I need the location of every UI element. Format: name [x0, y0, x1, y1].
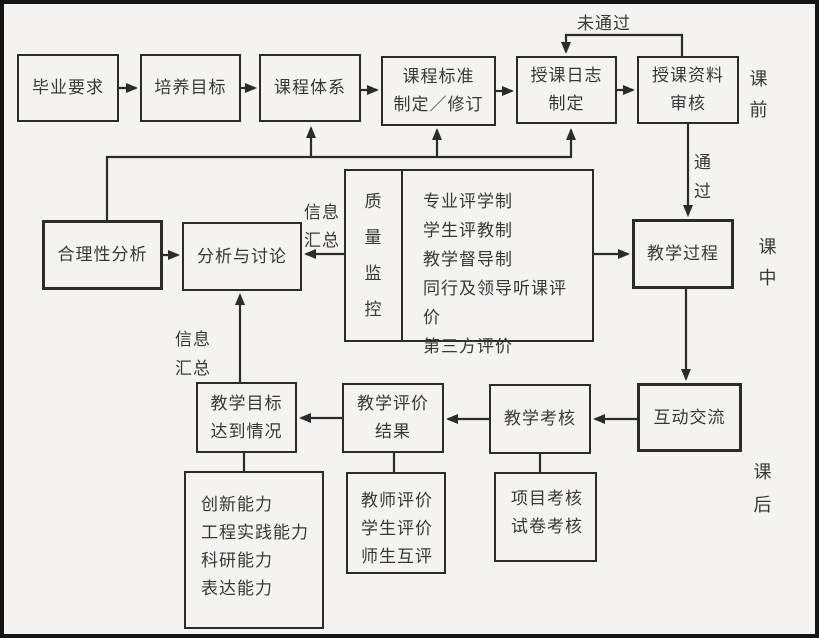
node-training-objectives: 培养目标	[140, 54, 241, 122]
node-evaluation-items: 教师评价 学生评价 师生互评	[346, 472, 446, 574]
label-info-summary-upper: 信息 汇总	[304, 203, 340, 250]
node-ability-items: 创新能力 工程实践能力 科研能力 表达能力	[184, 471, 324, 629]
label-not-passed: 未通过	[577, 14, 631, 33]
label-stage-pre-class: 课 前	[749, 69, 769, 120]
node-teaching-materials-review: 授课资料 审核	[637, 56, 739, 124]
edge-not-passed-loop	[561, 33, 684, 56]
node-evaluation-results: 教学评价 结果	[342, 383, 444, 453]
node-teaching-assessment: 教学考核	[489, 384, 591, 454]
node-assessment-items: 项目考核 试卷考核	[494, 472, 597, 562]
node-analysis-discussion: 分析与讨论	[182, 222, 302, 291]
quality-monitoring-items: 专业评学制 学生评教制 教学督导制 同行及领导听课评价 第三方评价	[423, 192, 567, 356]
node-interactive-communication: 互动交流	[637, 383, 742, 452]
node-teaching-process: 教学过程	[632, 219, 734, 289]
node-teaching-goal-achievement: 教学目标 达到情况	[196, 382, 297, 453]
node-curriculum-system: 课程体系	[259, 54, 361, 122]
node-teaching-log: 授课日志 制定	[516, 56, 617, 124]
label-stage-after-class: 课 后	[753, 462, 773, 515]
node-graduation-requirements: 毕业要求	[17, 54, 119, 122]
label-info-summary-lower: 信息 汇总	[175, 330, 211, 378]
node-rationality-analysis: 合理性分析	[42, 220, 163, 290]
node-course-standard: 课程标准 制定／修订	[381, 56, 496, 126]
node-quality-monitoring: 质 量 监 控 专业评学制 学生评教制 教学督导制 同行及领导听课评价 第三方评…	[344, 169, 594, 356]
label-stage-in-class: 课 中	[758, 237, 778, 288]
quality-monitoring-title: 质 量 监 控	[346, 171, 403, 340]
label-passed: 通 过	[694, 153, 712, 201]
